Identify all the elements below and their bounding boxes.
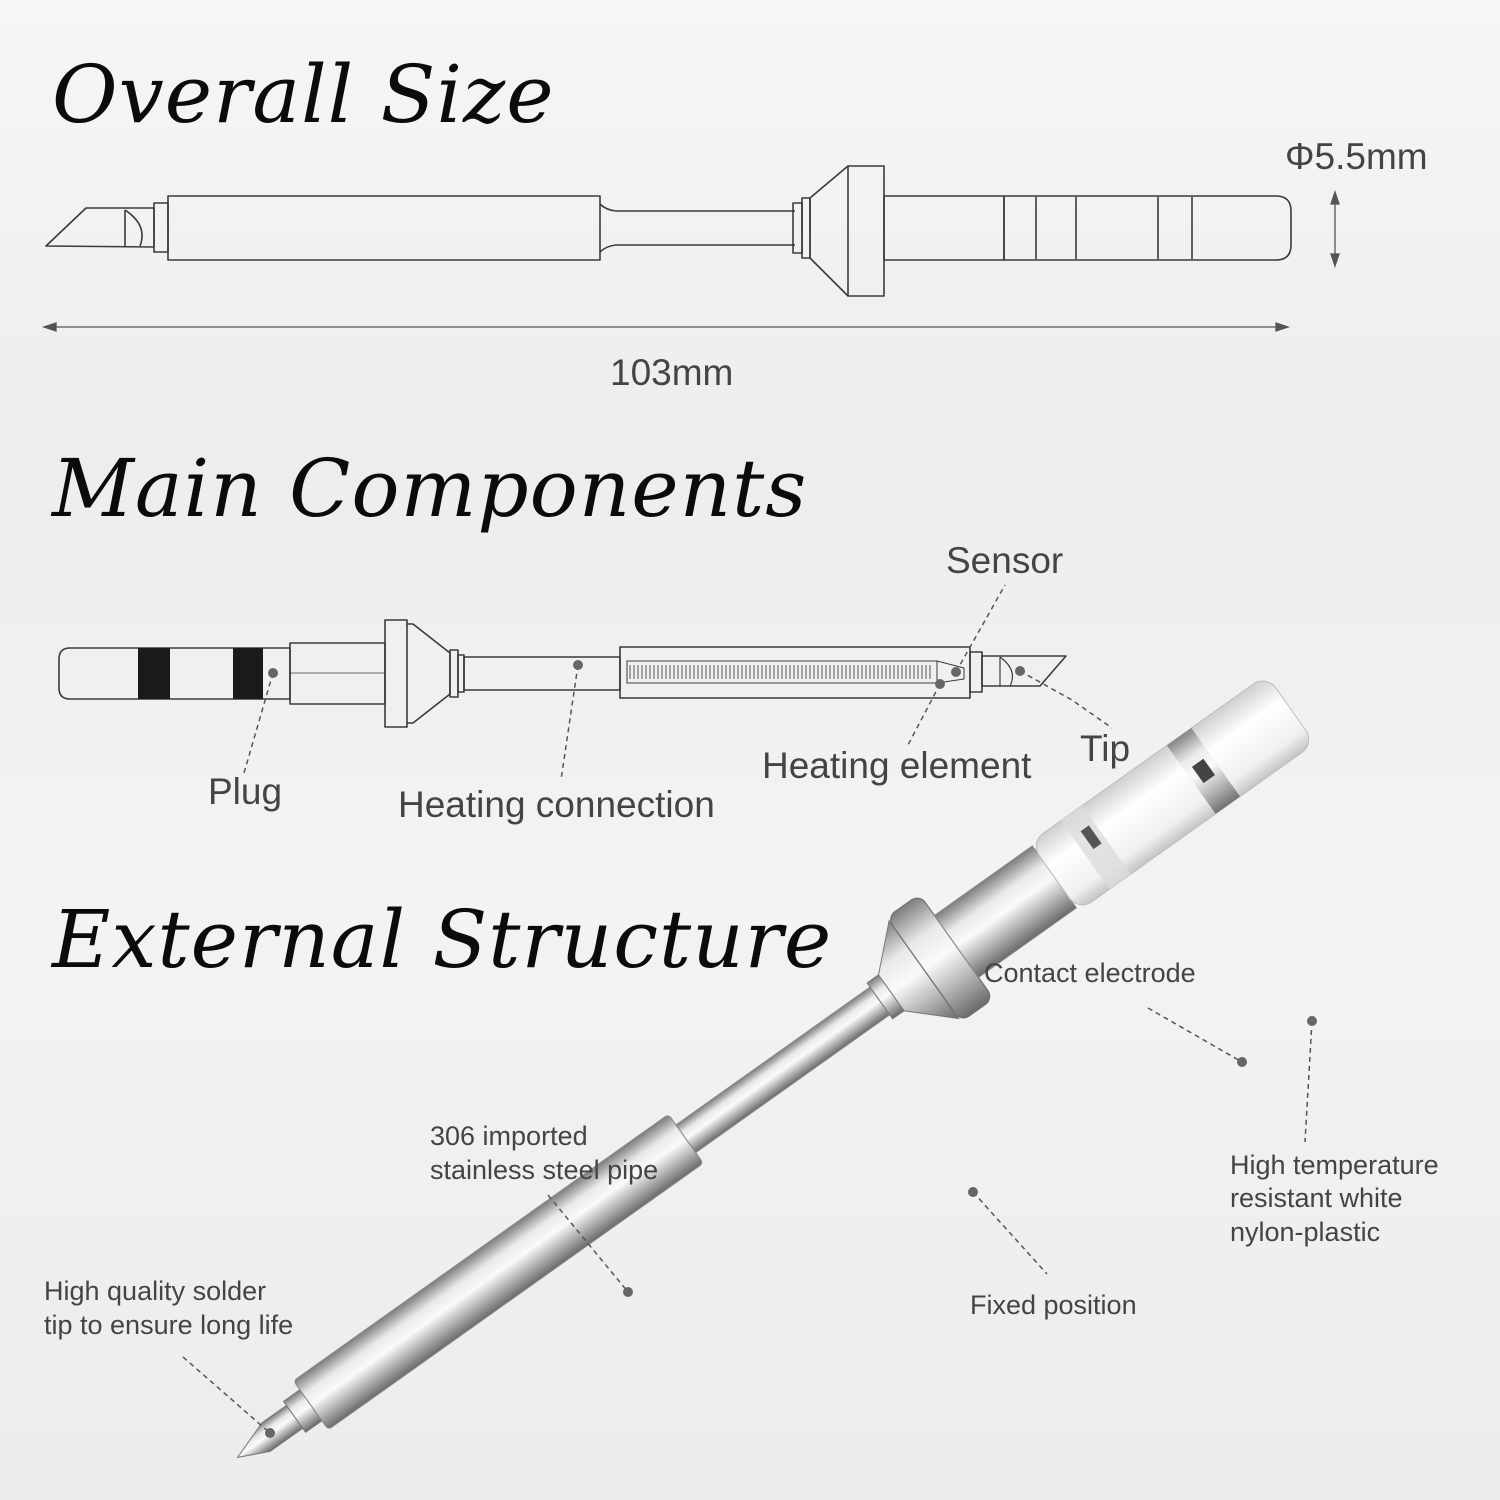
plug-marker bbox=[268, 668, 278, 678]
plug-label: Plug bbox=[208, 771, 283, 812]
contact-electrode-marker bbox=[1237, 1057, 1247, 1067]
tip-label: Tip bbox=[1080, 728, 1131, 769]
mc-plug-band-1 bbox=[138, 648, 170, 699]
fixed-position-marker bbox=[968, 1187, 978, 1197]
steel-pipe-label-line-1: 306 imported bbox=[430, 1121, 588, 1151]
diameter-label: Φ5.5mm bbox=[1285, 136, 1428, 177]
steel-pipe-marker bbox=[623, 1287, 633, 1297]
size-tip-scoop bbox=[124, 209, 143, 247]
nylon-label-line-1: High temperature bbox=[1230, 1150, 1439, 1180]
nylon-marker bbox=[1307, 1016, 1317, 1026]
heating-connection-marker bbox=[573, 660, 583, 670]
heating-element-label: Heating element bbox=[762, 745, 1032, 786]
external-structure-heading: External Structure bbox=[52, 893, 833, 986]
solder-tip-marker bbox=[265, 1428, 275, 1438]
sensor-label: Sensor bbox=[946, 540, 1064, 581]
size-neck bbox=[599, 203, 795, 253]
heating-element-marker bbox=[935, 679, 945, 689]
steel-pipe-label-line-2: stainless steel pipe bbox=[430, 1155, 659, 1185]
size-front-tube bbox=[167, 195, 601, 261]
length-label: 103mm bbox=[610, 352, 734, 393]
mc-heating-coil bbox=[629, 665, 931, 679]
mc-plug bbox=[58, 647, 291, 700]
heating-connection-label: Heating connection bbox=[398, 784, 715, 825]
es-steel-pipe-neck bbox=[675, 986, 891, 1154]
es-solder-tip bbox=[236, 1404, 304, 1459]
mc-plug-band-2 bbox=[233, 648, 263, 699]
size-plug bbox=[1003, 195, 1292, 261]
overall-size-heading: Overall Size bbox=[52, 48, 555, 141]
contact-electrode-label: Contact electrode bbox=[984, 958, 1196, 988]
nylon-label-line-3: nylon-plastic bbox=[1230, 1217, 1381, 1247]
tip-marker bbox=[1015, 666, 1025, 676]
solder-tip-label-line-1: High quality solder bbox=[44, 1276, 267, 1306]
main-components-heading: Main Components bbox=[52, 442, 808, 535]
nylon-label-line-2: resistant white bbox=[1230, 1183, 1403, 1213]
mc-tip bbox=[981, 655, 1067, 687]
sensor-marker bbox=[951, 667, 961, 677]
es-flange-cone bbox=[878, 919, 960, 1020]
solder-tip-label-line-2: tip to ensure long life bbox=[44, 1310, 294, 1340]
fixed-position-label: Fixed position bbox=[970, 1290, 1137, 1320]
es-nylon-plug bbox=[1035, 680, 1310, 906]
